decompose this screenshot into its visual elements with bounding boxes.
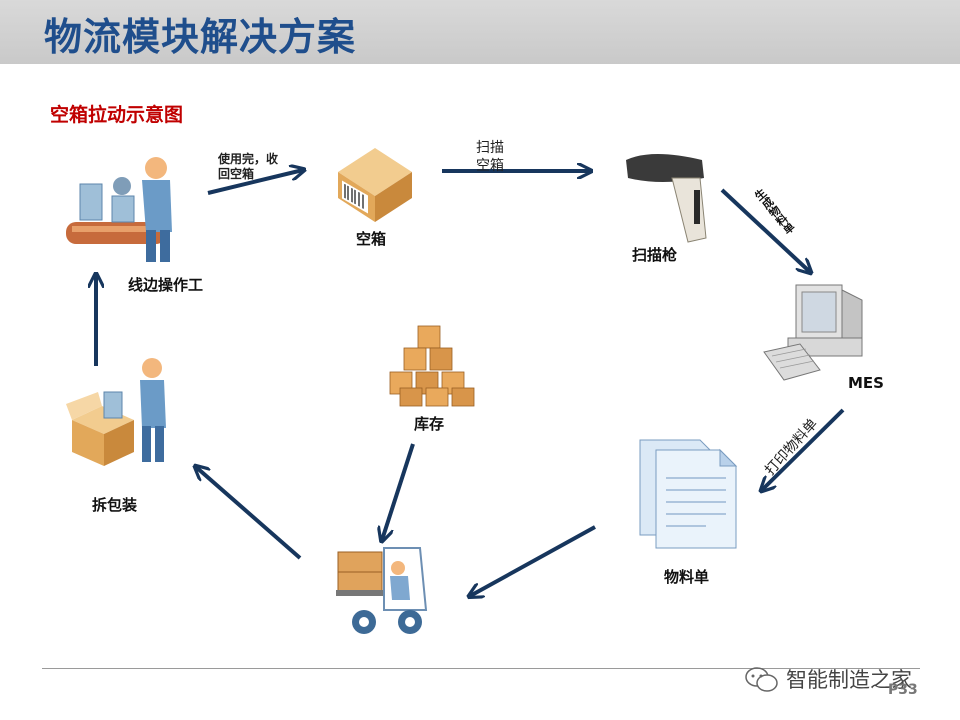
wechat-icon (745, 667, 778, 692)
arrow-mes-to-material (762, 408, 845, 490)
arrow-material-to-forklift (470, 525, 596, 596)
box-stack-icon (389, 325, 475, 407)
node-unpack-label: 拆包装 (92, 496, 138, 514)
arrow-operator-to-box (207, 170, 303, 195)
forklift-icon (336, 547, 428, 634)
document-icon (639, 439, 738, 549)
node-mes-label: MES (848, 374, 884, 392)
arrow-warehouse-to-forklift (382, 443, 415, 540)
page-title: 物流模块解决方案 (44, 15, 357, 59)
edge-used-label-line1: 使用完，收 (218, 152, 279, 166)
unpacking-worker-icon (66, 358, 166, 466)
barcode-scanner-icon (626, 154, 707, 243)
edge-scan-label-line2: 空箱 (476, 158, 504, 174)
node-scanner-label: 扫描枪 (632, 246, 678, 264)
computer-icon (763, 284, 863, 381)
flow-arrows (96, 170, 845, 596)
page-number: P33 (888, 682, 918, 698)
arrow-forklift-to-unpack (196, 467, 302, 560)
node-empty-box-label: 空箱 (356, 230, 387, 248)
node-material-list-label: 物料单 (664, 568, 710, 586)
worker-conveyor-icon (66, 157, 172, 262)
watermark: 智能制造之家 (786, 668, 912, 692)
diagram-subtitle: 空箱拉动示意图 (50, 104, 184, 126)
edge-scan-label-line1: 扫描 (476, 140, 504, 156)
arrow-scanner-to-mes (720, 188, 810, 272)
node-warehouse-label: 库存 (414, 415, 445, 433)
edge-used-label-line2: 回空箱 (218, 167, 255, 181)
footer-divider (42, 668, 920, 669)
node-operator-label: 线边操作工 (128, 276, 204, 294)
header-bar: 物流模块解决方案 (0, 0, 960, 64)
cardboard-box-icon (338, 148, 412, 222)
